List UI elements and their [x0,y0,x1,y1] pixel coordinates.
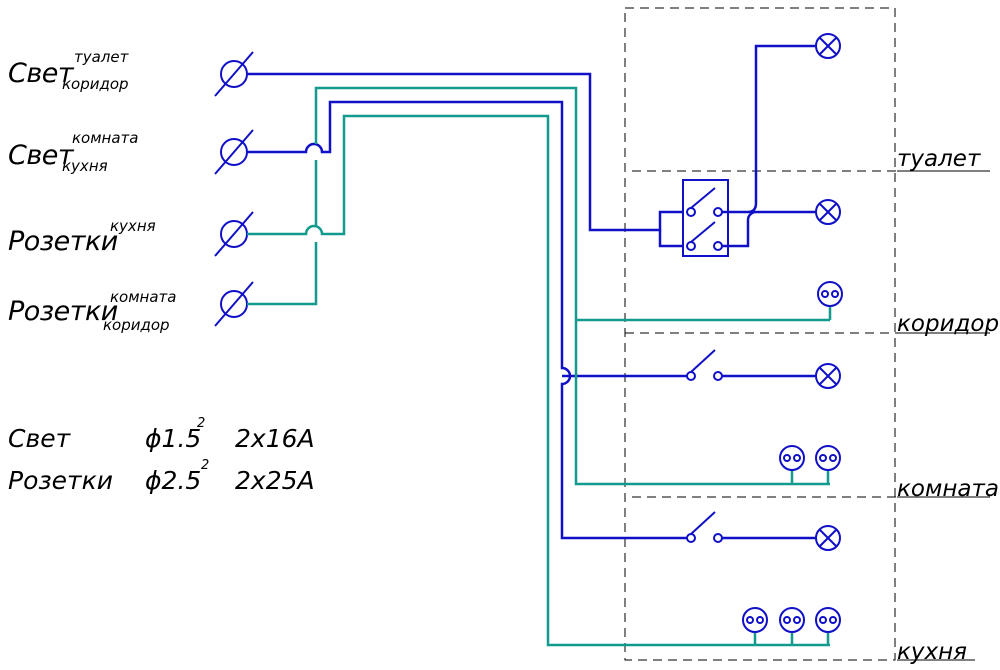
input-4-label: Розетки [8,296,118,327]
input-1-lower-label: коридор [62,75,129,93]
socket-kitchen-3-icon [815,607,841,633]
legend-2-name: Розетки [8,466,113,495]
legend-2-breaker: 2x25A [235,466,315,495]
sockets [742,281,843,633]
input-3-label: Розетки [8,226,118,257]
room-boundaries [624,7,897,661]
input-2-upper-label: комната [72,129,139,147]
legend-1-name: Свет [8,424,71,453]
room-label-room: комната [897,476,999,502]
input-1-label: Свет [8,58,74,89]
socket-room-1-icon [779,445,805,471]
input-3-upper-label: кухня [110,217,156,235]
switches [682,179,729,543]
wire-light-toilet [247,72,683,232]
legend-1-power: 2 [197,416,206,431]
input-2-label: Свет [8,140,74,171]
switch-room-icon [686,349,723,381]
double-switch-icon [682,179,729,257]
lamp-corridor-icon [815,199,841,225]
light-wires [247,44,816,540]
lamp-toilet-icon [815,33,841,59]
wire-sockets-kitchen [247,114,830,647]
lamp-room-icon [815,363,841,389]
lamp-kitchen-icon [815,525,841,551]
input-1-upper-label: туалет [74,48,129,66]
wire-light-room-kitchen [247,100,688,540]
wire-sockets-room-corridor [247,86,830,486]
lamps [815,33,841,551]
apartment-boundary [624,7,896,661]
input-4-upper-label: комната [110,288,177,306]
breakers [214,51,254,327]
socket-corridor-icon [817,281,843,307]
legend-1-breaker: 2x16A [235,424,315,453]
socket-kitchen-2-icon [779,607,805,633]
switch-kitchen-icon [686,511,723,543]
legend-2-section: ϕ2.5 [145,466,202,495]
legend-1-section: ϕ1.5 [145,424,202,453]
room-label-kitchen: кухня [897,639,967,665]
input-2-lower-label: кухня [62,157,108,175]
input-4-lower-label: коридор [103,316,170,334]
socket-room-2-icon [815,445,841,471]
legend-2-power: 2 [201,458,210,473]
room-label-toilet: туалет [897,146,981,172]
socket-wires [247,86,832,647]
room-label-corridor: коридор [897,311,1000,337]
room-label-underlines [897,170,990,661]
socket-kitchen-1-icon [742,607,768,633]
